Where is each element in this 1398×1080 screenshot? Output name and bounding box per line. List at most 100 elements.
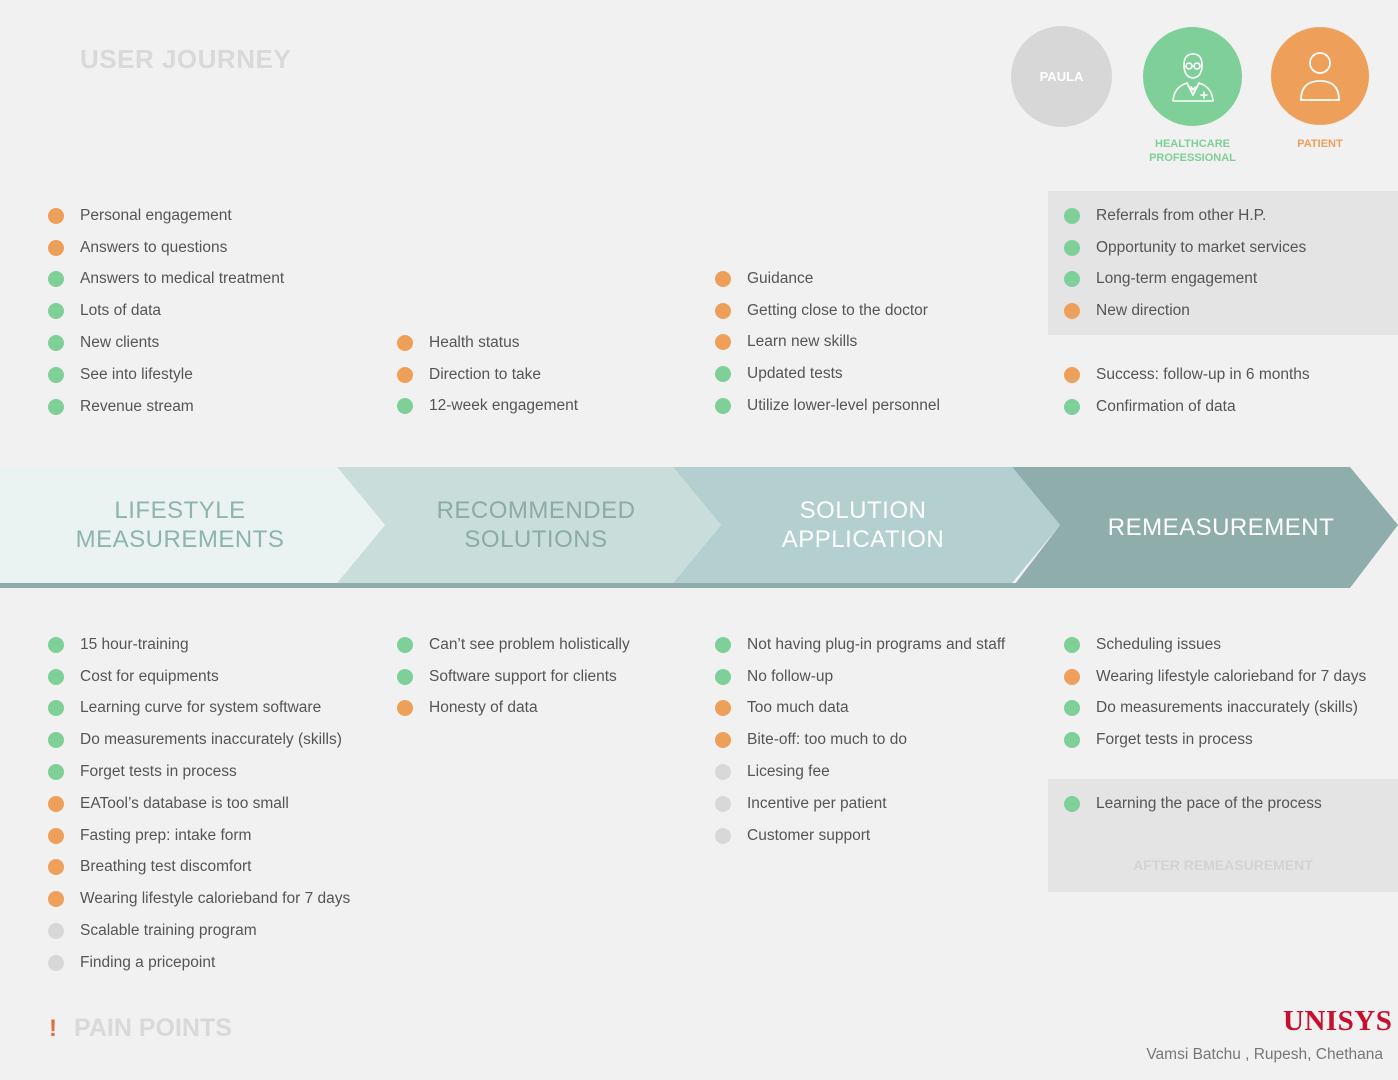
list-item: Revenue stream	[48, 391, 284, 423]
list-item: Software support for clients	[397, 661, 630, 693]
stage-solution-application: SOLUTION APPLICATION	[781, 497, 945, 553]
orange-dot-icon	[48, 207, 64, 224]
green-dot-icon	[397, 668, 413, 685]
list-item: Direction to take	[397, 359, 578, 391]
credits: Vamsi Batchu , Rupesh, Chethana	[1146, 1046, 1383, 1063]
gray-dot-icon	[48, 954, 64, 971]
green-dot-icon	[715, 398, 731, 415]
green-dot-icon	[715, 668, 731, 685]
green-dot-icon	[397, 636, 413, 653]
shaded-panel-top	[1048, 191, 1398, 335]
persona-paula-label: PAULA	[1039, 69, 1084, 84]
stage-arrow-lifestyle	[0, 467, 385, 583]
list-item-label: Software support for clients	[429, 667, 617, 685]
list-item: Learn new skills	[715, 327, 940, 359]
green-dot-icon	[1064, 795, 1080, 812]
list-item: New clients	[48, 327, 284, 359]
list-item: See into lifestyle	[48, 359, 284, 391]
list-item-label: Do measurements inaccurately (skills)	[80, 731, 342, 749]
list-item: Incentive per patient	[715, 788, 1005, 820]
green-dot-icon	[48, 700, 64, 717]
list-item: Breathing test discomfort	[48, 852, 350, 884]
list-item-label: Lots of data	[80, 302, 162, 320]
orange-dot-icon	[397, 700, 413, 717]
list-item: Success: follow-up in 6 months	[1064, 359, 1310, 391]
list-item: 12-week engagement	[397, 391, 578, 423]
list-item: Personal engagement	[48, 200, 284, 232]
orange-dot-icon	[1064, 668, 1080, 685]
list-item-label: Forget tests in process	[80, 763, 237, 781]
list-item: Learning the pace of the process	[1064, 788, 1322, 820]
list-item-label: Too much data	[747, 699, 849, 717]
list-item: Opportunity to market services	[1064, 232, 1306, 264]
list-item: Confirmation of data	[1064, 391, 1310, 423]
persona-patient-caption: PATIENT	[1297, 138, 1343, 150]
persona-healthcare-professional	[1143, 27, 1242, 126]
list-item-label: Success: follow-up in 6 months	[1096, 365, 1310, 383]
list-item-label: Breathing test discomfort	[80, 858, 252, 876]
list-item-label: Finding a pricepoint	[80, 953, 216, 971]
green-dot-icon	[1064, 398, 1080, 415]
green-dot-icon	[1064, 636, 1080, 653]
list-item: Can’t see problem holistically	[397, 629, 630, 661]
list-item-label: Referrals from other H.P.	[1096, 206, 1267, 224]
orange-dot-icon	[48, 795, 64, 812]
stage-lifestyle-measurements: LIFESTYLE MEASUREMENTS	[75, 497, 285, 553]
list-item-label: Fasting prep: intake form	[80, 826, 252, 844]
unisys-logo: UNISYS	[1283, 1005, 1393, 1037]
green-dot-icon	[48, 764, 64, 781]
list-item: Guidance	[715, 263, 940, 295]
list-item: Updated tests	[715, 358, 940, 390]
orange-dot-icon	[397, 334, 413, 351]
list-item: Answers to medical treatment	[48, 264, 284, 296]
green-dot-icon	[48, 636, 64, 653]
orange-dot-icon	[715, 732, 731, 749]
list-item-label: Utilize lower-level personnel	[747, 397, 940, 415]
list-item-label: New clients	[80, 334, 160, 352]
gray-dot-icon	[48, 923, 64, 940]
green-dot-icon	[48, 398, 64, 415]
list-item: Long-term engagement	[1064, 264, 1306, 296]
list-item-label: Wearing lifestyle calorieband for 7 days	[80, 890, 351, 908]
orange-dot-icon	[1064, 303, 1080, 320]
orange-dot-icon	[48, 891, 64, 908]
list-item-label: Learn new skills	[747, 333, 858, 351]
orange-dot-icon	[715, 700, 731, 717]
list-item-label: Honesty of data	[429, 699, 538, 717]
stage-remeasurement: REMEASUREMENT	[1107, 514, 1335, 541]
list-item-label: Scalable training program	[80, 922, 257, 940]
list-item-label: Opportunity to market services	[1096, 238, 1307, 256]
list-item-label: Revenue stream	[80, 397, 194, 415]
list-item-label: Confirmation of data	[1096, 397, 1236, 415]
list-item-label: Guidance	[747, 269, 814, 287]
list-item-label: Cost for equipments	[80, 667, 219, 685]
stage-arrow-recommended	[337, 467, 721, 583]
list-item-label: Learning the pace of the process	[1096, 794, 1322, 812]
doctor-icon	[1171, 52, 1214, 102]
list-item: Not having plug-in programs and staff	[715, 629, 1005, 661]
list-item-label: Wearing lifestyle calorieband for 7 days	[1096, 667, 1367, 685]
list-item: Bite-off: too much to do	[715, 724, 1005, 756]
band-base-line	[0, 583, 1350, 588]
orange-dot-icon	[48, 859, 64, 876]
list-item-label: Can’t see problem holistically	[429, 635, 630, 653]
list-item-label: Bite-off: too much to do	[747, 731, 907, 749]
green-dot-icon	[715, 636, 731, 653]
list-item: Scalable training program	[48, 915, 350, 947]
list-item: Wearing lifestyle calorieband for 7 days	[48, 883, 350, 915]
persona-patient	[1271, 27, 1369, 125]
list-item: Answers to questions	[48, 232, 284, 264]
list-item-label: 15 hour-training	[80, 635, 189, 653]
list-item: Do measurements inaccurately (skills)	[1064, 693, 1366, 725]
list-item-label: Not having plug-in programs and staff	[747, 635, 1006, 653]
list-item: Scheduling issues	[1064, 629, 1366, 661]
green-dot-icon	[397, 398, 413, 415]
orange-dot-icon	[715, 270, 731, 287]
orange-dot-icon	[48, 827, 64, 844]
green-dot-icon	[48, 366, 64, 383]
list-item-label: Health status	[429, 333, 520, 351]
